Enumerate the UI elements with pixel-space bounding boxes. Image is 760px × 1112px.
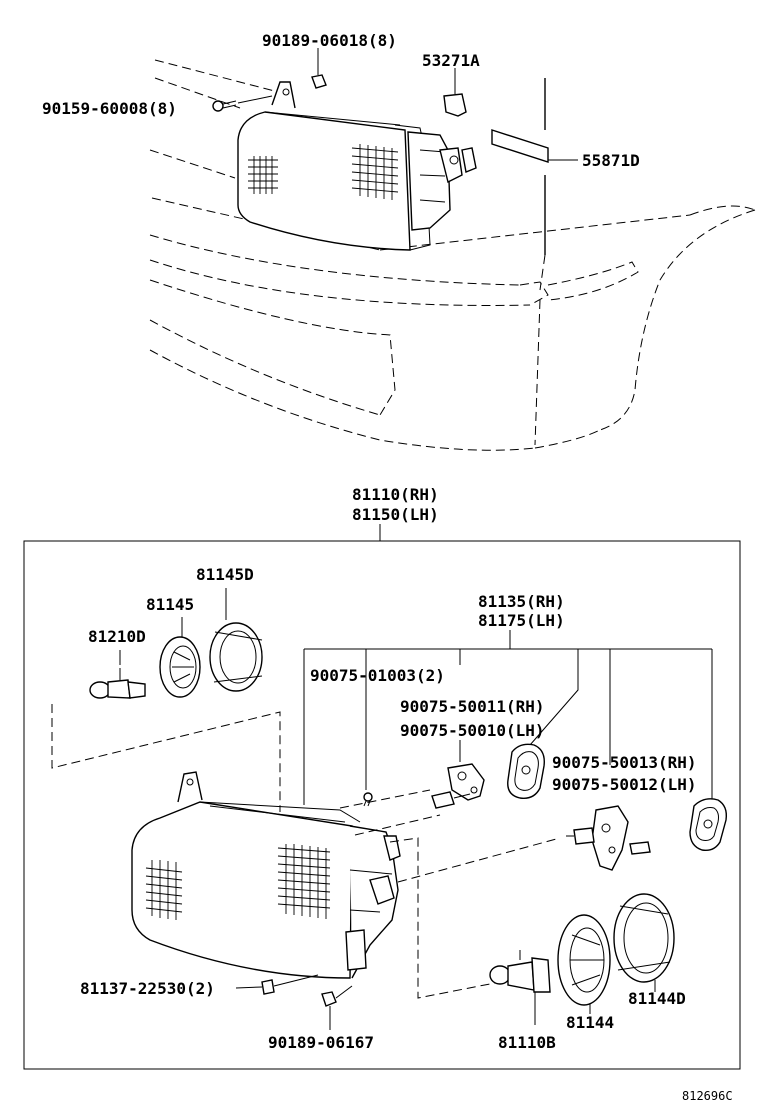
label-90189-06167: 90189-06167 — [268, 1033, 374, 1052]
adjuster-90075-50011-shape — [431, 763, 485, 809]
nut-90189-06167-shape — [321, 991, 337, 1007]
label-81144d: 81144D — [628, 989, 686, 1008]
label-81135-rh: 81135(RH) — [478, 592, 565, 611]
bolt-90159-60008-shape — [212, 100, 237, 112]
clip-53271a-shape — [443, 93, 467, 117]
screw-90075-01003-shape — [363, 792, 373, 807]
label-90075-50011-rh: 90075-50011(RH) — [400, 697, 545, 716]
label-53271a: 53271A — [422, 51, 480, 70]
socket-81144-shape — [557, 914, 611, 1006]
label-90075-50012-lh: 90075-50012(LH) — [552, 775, 697, 794]
label-81175-lh: 81175(LH) — [478, 611, 565, 630]
label-90075-50010-lh: 90075-50010(LH) — [400, 721, 545, 740]
seal-strip-55871d-shape — [491, 129, 549, 163]
vehicle-front-corner-illustration — [149, 48, 756, 451]
fog-bulb-group — [51, 588, 281, 812]
label-81137-22530: 81137-22530(2) — [80, 979, 215, 998]
nut-90189-06018-shape — [311, 74, 327, 89]
cover-81145d-shape — [209, 622, 263, 692]
label-90075-01003: 90075-01003(2) — [310, 666, 445, 685]
label-81145: 81145 — [146, 595, 194, 614]
label-81110b: 81110B — [498, 1033, 556, 1052]
label-55871d: 55871D — [582, 151, 640, 170]
cover-81144d-shape — [613, 893, 675, 983]
clip-81137-22530-shape — [261, 979, 275, 995]
socket-81145-shape — [159, 636, 201, 698]
grommet-lh-shape — [689, 798, 728, 852]
label-81150-lh: 81150(LH) — [352, 505, 439, 524]
label-81145d: 81145D — [196, 565, 254, 584]
label-81210d: 81210D — [88, 627, 146, 646]
diagram-id: 812696C — [682, 1089, 733, 1103]
installed-headlamp — [237, 81, 477, 251]
bulb-81110b-shape — [489, 950, 551, 993]
assembly-box — [23, 540, 741, 1070]
label-90189-06018: 90189-06018(8) — [262, 31, 397, 50]
headlamp-unit-shape — [131, 771, 401, 979]
grommet-rh-shape — [507, 743, 545, 799]
adjuster-90075-50013-shape — [566, 805, 651, 871]
label-81110-rh: 81110(RH) — [352, 485, 439, 504]
label-90159-60008: 90159-60008(8) — [42, 99, 177, 118]
label-81144: 81144 — [566, 1013, 614, 1032]
label-90075-50013-rh: 90075-50013(RH) — [552, 753, 697, 772]
bulb-81210d-shape — [89, 668, 146, 699]
